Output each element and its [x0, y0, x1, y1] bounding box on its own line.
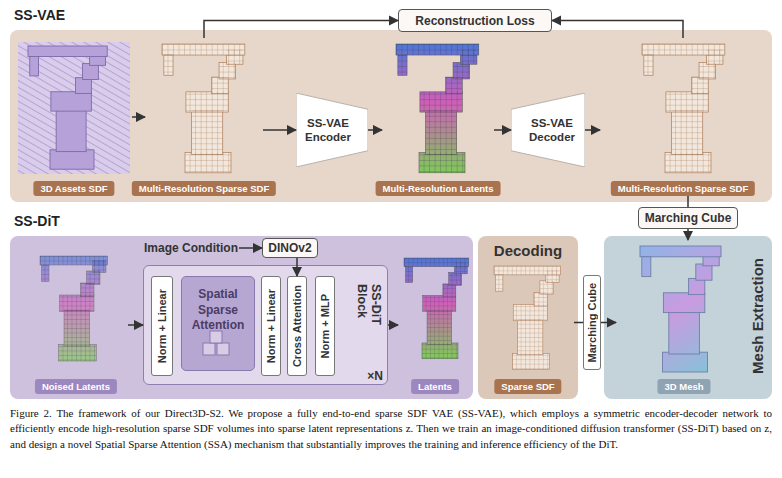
flow-arrow	[574, 322, 583, 324]
node-label: SS-VAE Decoder	[524, 116, 580, 145]
sparse-sdf-voxels	[162, 44, 245, 173]
process-box: Marching Cube	[638, 207, 738, 229]
panel-band: SS-VAE3D Assets SDFMulti-Resolution Spar…	[10, 30, 772, 202]
voxel-grid	[40, 256, 108, 361]
noised-latent-voxels	[40, 256, 108, 361]
panel-heading: SS-VAE	[14, 7, 65, 23]
node-label: Spatial Sparse Attention	[185, 287, 251, 334]
caption-tag: Sparse SDF	[494, 379, 561, 394]
node-label: DINOv2	[268, 241, 311, 255]
illustration-panel: Multi-Resolution Sparse SDF	[145, 38, 263, 196]
attention-box: Spatial Sparse Attention	[181, 276, 255, 371]
illustration-panel: 3D Mesh	[616, 240, 752, 394]
caption-tag: 3D Mesh	[657, 379, 710, 394]
transformer-block: SS-DiT Block ×N Norm + Linear Spatial Spars…	[143, 265, 388, 385]
node-label: SS-DiT Block	[355, 284, 383, 336]
caption-tag: Latents	[411, 379, 459, 394]
node-label: ×N	[367, 369, 383, 383]
cubes-icon	[203, 331, 229, 355]
sparse-sdf-voxels	[642, 44, 725, 173]
panel-band: Mesh Extraction 3D Mesh	[604, 236, 772, 399]
node-label: Norm + Linear	[265, 289, 277, 363]
panel-heading: SS-DiT	[14, 213, 60, 229]
illustration-panel: Latents	[398, 246, 472, 394]
flow-arrow	[239, 247, 262, 249]
illustration-panel: Noised Latents	[24, 246, 128, 394]
flow-arrow	[388, 324, 398, 326]
robot-mesh	[640, 246, 721, 372]
input-node: Image Condition	[143, 240, 239, 256]
trapezoid-shape	[296, 93, 368, 167]
caption-tag: Multi-Resolution Latents	[376, 181, 501, 196]
voxel-grid	[642, 44, 725, 173]
node-label: Image Condition	[144, 241, 238, 255]
flow-arrow	[132, 116, 145, 118]
panel-heading: Decoding	[478, 242, 578, 259]
flow-arrow	[687, 196, 689, 207]
flow-arrow	[552, 21, 683, 39]
illustration-panel: Multi-Resolution Sparse SDF	[600, 38, 766, 196]
panel-heading: Mesh Extraction	[749, 258, 766, 374]
sdf-volume	[18, 42, 130, 174]
latent-voxels	[396, 44, 479, 173]
illustration-panel: Sparse SDF	[482, 258, 574, 394]
panel-band: DecodingSparse SDF	[478, 236, 578, 399]
voxel-grid	[404, 258, 469, 359]
flow-arrow	[128, 324, 143, 326]
trapezoid-outline	[296, 93, 368, 167]
flow-arrow	[601, 322, 616, 324]
process-box: Reconstruction Loss	[398, 9, 552, 32]
flow-arrow	[263, 129, 296, 131]
cube	[210, 331, 222, 343]
node-label: Reconstruction Loss	[415, 14, 534, 28]
node-label: Norm + Linear	[156, 289, 168, 363]
process-box: DINOv2	[262, 238, 318, 258]
illustration-panel: 3D Assets SDF	[16, 38, 132, 196]
encoder-trapezoid: SS-VAE Encoder	[296, 93, 368, 167]
trapezoid-outline	[511, 93, 585, 167]
decoder-trapezoid: SS-VAE Decoder	[511, 93, 585, 167]
node-label: Marching Cube	[645, 211, 732, 225]
flow-arrow	[585, 129, 600, 131]
node-label: Norm + MLP	[319, 294, 331, 358]
layer-box: Norm + Linear	[151, 276, 173, 376]
trapezoid-shape	[511, 93, 585, 167]
caption-tag: Multi-Resolution Sparse SDF	[611, 181, 755, 196]
figure-caption: Figure 2. The framework of our Direct3D-…	[10, 406, 772, 452]
cube	[203, 343, 215, 355]
sdf-contours	[18, 42, 130, 174]
sparse-sdf-voxels	[494, 266, 561, 370]
layer-box: Norm + Linear	[261, 276, 281, 376]
voxel-grid	[396, 44, 479, 173]
flow-arrow	[687, 229, 689, 240]
latent-voxels	[404, 258, 469, 359]
flow-arrow	[494, 129, 511, 131]
caption-tag: Noised Latents	[35, 379, 117, 394]
layer-box: Cross Attention	[287, 276, 307, 376]
caption-tag: Multi-Resolution Sparse SDF	[132, 181, 276, 196]
illustration-panel: Multi-Resolution Latents	[382, 38, 494, 196]
node-label: SS-VAE Encoder	[300, 116, 356, 145]
layer-box: Marching Cube	[583, 275, 601, 370]
voxel-grid	[162, 44, 245, 173]
flow-arrow	[204, 21, 398, 39]
cube	[217, 343, 229, 355]
layer-box: Norm + MLP	[315, 276, 335, 376]
node-label: Cross Attention	[291, 285, 303, 367]
robot-asset	[28, 46, 107, 169]
caption-tag: 3D Assets SDF	[33, 181, 114, 196]
flow-arrow	[296, 258, 298, 276]
flow-arrow	[368, 129, 382, 131]
node-label: Marching Cube	[586, 283, 598, 362]
voxel-grid	[494, 266, 561, 370]
panel-band: SS-DiTNoised LatentsImage ConditionDINOv…	[10, 236, 473, 399]
